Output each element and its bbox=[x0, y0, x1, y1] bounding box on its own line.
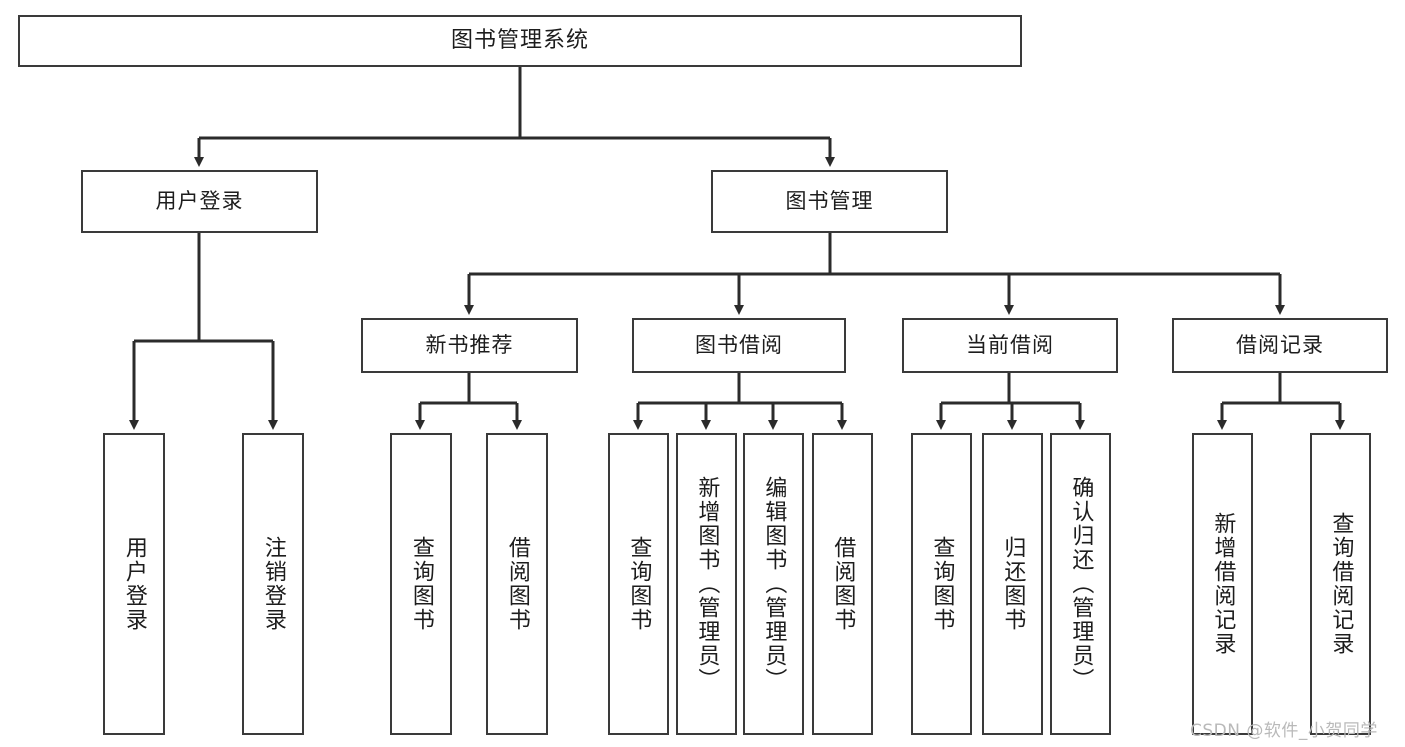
node-book-borrow[interactable]: 图书借阅 bbox=[632, 318, 846, 373]
node-label: 当前借阅 bbox=[966, 332, 1054, 357]
node-label: 新书推荐 bbox=[425, 332, 514, 357]
node-label: 图书管理系统 bbox=[450, 27, 589, 53]
node-book-manage[interactable]: 图书管理 bbox=[711, 170, 948, 233]
leaf-query-book-3[interactable]: 查询图书 bbox=[911, 433, 972, 735]
node-label: 用户登录 bbox=[155, 188, 244, 213]
leaf-label: 查询图书 bbox=[408, 536, 434, 632]
leaf-label: 新增图书（管理员） bbox=[694, 476, 720, 692]
node-label: 图书借阅 bbox=[695, 332, 783, 357]
node-current-borrow[interactable]: 当前借阅 bbox=[902, 318, 1118, 373]
leaf-return-book[interactable]: 归还图书 bbox=[982, 433, 1043, 735]
leaf-label: 查询借阅记录 bbox=[1328, 512, 1354, 656]
leaf-label: 编辑图书（管理员） bbox=[761, 476, 787, 692]
leaf-add-book-admin[interactable]: 新增图书（管理员） bbox=[676, 433, 737, 735]
node-user-login[interactable]: 用户登录 bbox=[81, 170, 318, 233]
node-label: 借阅记录 bbox=[1236, 332, 1324, 357]
leaf-query-book-2[interactable]: 查询图书 bbox=[608, 433, 669, 735]
csdn-watermark: CSDN @软件_小贺同学 bbox=[1190, 721, 1378, 741]
leaf-logout[interactable]: 注销登录 bbox=[242, 433, 304, 735]
leaf-label: 注销登录 bbox=[260, 536, 286, 632]
leaf-borrow-book-1[interactable]: 借阅图书 bbox=[486, 433, 548, 735]
leaf-label: 借阅图书 bbox=[830, 536, 856, 632]
leaf-label: 用户登录 bbox=[121, 536, 147, 632]
leaf-label: 确认归还（管理员） bbox=[1068, 476, 1094, 692]
leaf-label: 新增借阅记录 bbox=[1210, 512, 1236, 656]
leaf-confirm-return-admin[interactable]: 确认归还（管理员） bbox=[1050, 433, 1111, 735]
leaf-label: 查询图书 bbox=[626, 536, 652, 632]
leaf-borrow-book-2[interactable]: 借阅图书 bbox=[812, 433, 873, 735]
node-borrow-record[interactable]: 借阅记录 bbox=[1172, 318, 1388, 373]
leaf-query-book-1[interactable]: 查询图书 bbox=[390, 433, 452, 735]
node-label: 图书管理 bbox=[785, 188, 874, 213]
leaf-edit-book-admin[interactable]: 编辑图书（管理员） bbox=[743, 433, 804, 735]
leaf-add-borrow-record[interactable]: 新增借阅记录 bbox=[1192, 433, 1253, 735]
leaf-label: 归还图书 bbox=[1000, 536, 1026, 632]
leaf-label: 查询图书 bbox=[929, 536, 955, 632]
leaf-user-login[interactable]: 用户登录 bbox=[103, 433, 165, 735]
node-root-system[interactable]: 图书管理系统 bbox=[18, 15, 1022, 67]
node-new-book-recommend[interactable]: 新书推荐 bbox=[361, 318, 578, 373]
leaf-label: 借阅图书 bbox=[504, 536, 530, 632]
leaf-query-borrow-record[interactable]: 查询借阅记录 bbox=[1310, 433, 1371, 735]
